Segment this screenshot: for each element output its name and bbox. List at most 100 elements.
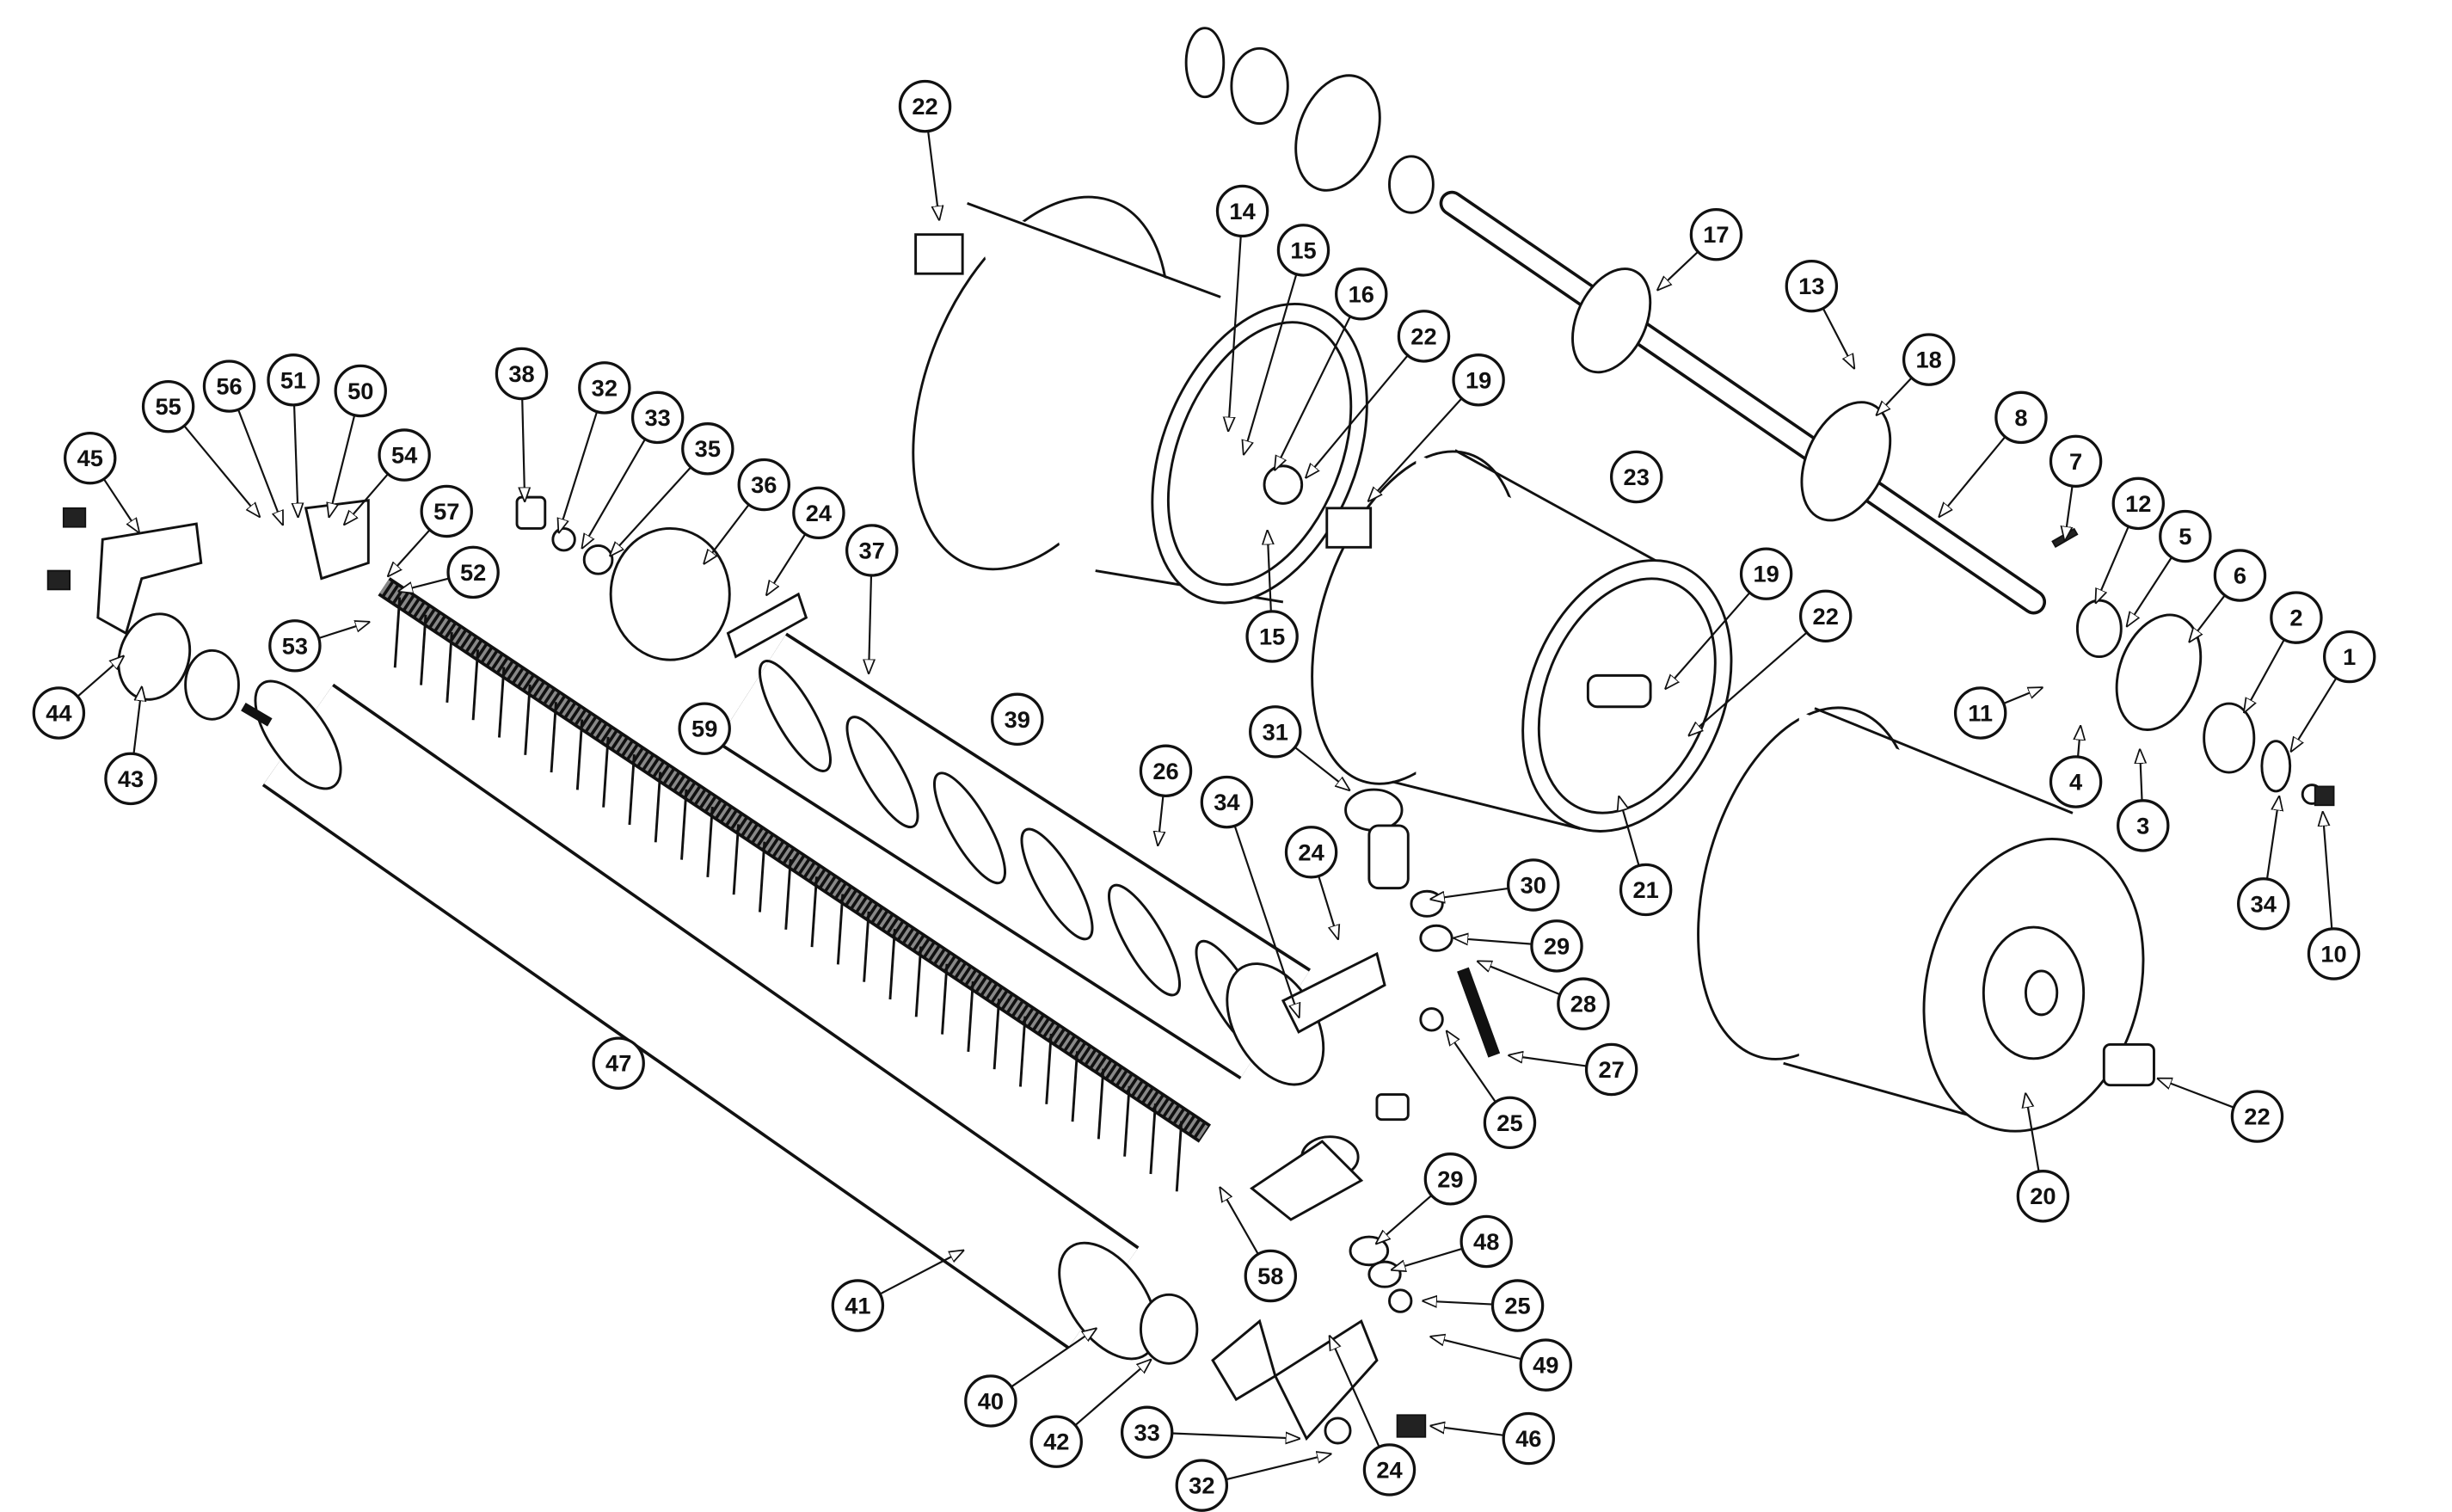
leader-arrow bbox=[2096, 526, 2129, 602]
callout-label: 40 bbox=[978, 1387, 1004, 1414]
callout-label: 31 bbox=[1263, 718, 1288, 745]
callout-label: 24 bbox=[1298, 839, 1324, 865]
callout-label: 13 bbox=[1798, 273, 1824, 299]
callout-circle bbox=[2049, 755, 2103, 808]
callout-label: 15 bbox=[1259, 623, 1285, 649]
comb-rod bbox=[378, 577, 1212, 1192]
leader-arrow bbox=[1619, 797, 1640, 866]
callout-circle bbox=[1120, 1405, 1174, 1460]
callout-circle bbox=[268, 619, 322, 673]
bracket-50 bbox=[304, 499, 370, 581]
callout-label: 58 bbox=[1257, 1263, 1283, 1289]
callout-label: 35 bbox=[695, 435, 721, 462]
comb-tooth bbox=[1071, 1051, 1079, 1122]
callout-42: 42 bbox=[1029, 1415, 1083, 1468]
callout-36: 36 bbox=[737, 458, 791, 512]
bearing-parts-top bbox=[1184, 27, 2335, 807]
callout-label: 36 bbox=[751, 471, 777, 498]
callout-label: 39 bbox=[1005, 706, 1030, 733]
callout-label: 18 bbox=[1916, 347, 1942, 373]
callout-label: 14 bbox=[1229, 198, 1256, 224]
callout-6: 6 bbox=[2213, 549, 2267, 602]
callout-label: 15 bbox=[1290, 237, 1316, 263]
callout-circle bbox=[1362, 1443, 1417, 1497]
leader-arrow bbox=[704, 504, 750, 563]
leader-arrow bbox=[1658, 250, 1699, 290]
callout-40: 40 bbox=[964, 1374, 1017, 1428]
callout-circle bbox=[1785, 259, 1839, 313]
callout-circle bbox=[141, 379, 195, 433]
callout-label: 10 bbox=[2320, 940, 2346, 967]
bushing-22-right bbox=[2102, 1042, 2155, 1087]
callout-circle bbox=[1584, 1042, 1638, 1097]
callout-label: 11 bbox=[1968, 700, 1993, 727]
callout-19: 19 bbox=[1739, 547, 1793, 600]
callout-circle bbox=[1530, 919, 1583, 973]
drum-top bbox=[912, 195, 1368, 605]
callout-circle bbox=[2111, 476, 2166, 531]
callout-circle bbox=[1460, 1214, 1513, 1269]
comb-tooth bbox=[1018, 1016, 1027, 1087]
leader-arrow bbox=[2003, 688, 2042, 704]
roller-assembly-39 bbox=[609, 527, 1386, 1086]
callout-34: 34 bbox=[1200, 775, 1254, 829]
callout-label: 42 bbox=[1043, 1429, 1069, 1455]
bearing-2 bbox=[2203, 702, 2256, 774]
leader-arrow bbox=[1432, 1426, 1504, 1436]
callout-circle bbox=[678, 702, 731, 755]
callout-24: 24 bbox=[1284, 826, 1338, 879]
comb-tooth bbox=[992, 999, 1001, 1070]
leader-arrow bbox=[345, 473, 389, 524]
callout-circle bbox=[1953, 686, 2007, 740]
callout-label: 17 bbox=[1703, 221, 1729, 248]
callout-circle bbox=[2117, 799, 2170, 852]
callout-41: 41 bbox=[831, 1279, 885, 1332]
leader-arrow bbox=[2323, 813, 2333, 930]
callout-label: 20 bbox=[2030, 1183, 2056, 1209]
leader-arrow bbox=[2159, 1079, 2234, 1109]
callout-29: 29 bbox=[1530, 919, 1583, 973]
callout-22: 22 bbox=[2230, 1090, 2284, 1143]
callout-label: 34 bbox=[2251, 890, 2277, 917]
callout-11: 11 bbox=[1953, 686, 2007, 740]
leader-arrow bbox=[1447, 1032, 1496, 1103]
comb-tooth bbox=[654, 771, 662, 843]
leader-arrow bbox=[1330, 1337, 1380, 1447]
leader-arrow bbox=[1377, 1195, 1433, 1243]
hub-18 bbox=[1800, 401, 1892, 522]
callout-21: 21 bbox=[1619, 863, 1673, 917]
callout-circle bbox=[1502, 1411, 1556, 1466]
callout-12: 12 bbox=[2111, 476, 2166, 531]
callout-circle bbox=[2270, 591, 2323, 644]
callout-label: 4 bbox=[2069, 768, 2083, 795]
leader-arrow bbox=[1228, 236, 1242, 429]
plate-45 bbox=[96, 522, 203, 636]
callout-label: 34 bbox=[1214, 789, 1240, 815]
callout-16: 16 bbox=[1335, 267, 1388, 321]
callout-circle bbox=[1739, 547, 1793, 600]
callout-55: 55 bbox=[141, 379, 195, 433]
callout-27: 27 bbox=[1584, 1042, 1638, 1097]
leader-arrow bbox=[611, 466, 692, 555]
callout-48: 48 bbox=[1460, 1214, 1513, 1269]
callout-circle bbox=[1276, 224, 1330, 277]
callout-label: 6 bbox=[2234, 562, 2246, 589]
callout-label: 57 bbox=[433, 498, 459, 525]
callout-circle bbox=[1507, 858, 1560, 912]
callout-13: 13 bbox=[1785, 259, 1839, 313]
flange-6 bbox=[2115, 613, 2203, 731]
callout-circle bbox=[1215, 184, 1269, 238]
callout-label: 33 bbox=[645, 404, 671, 431]
comb-tooth bbox=[471, 649, 480, 721]
leader-arrow bbox=[1423, 1301, 1493, 1305]
leader-arrow bbox=[2078, 727, 2080, 758]
leader-arrow bbox=[522, 398, 525, 501]
callout-8: 8 bbox=[1994, 390, 2048, 445]
callout-29: 29 bbox=[1423, 1152, 1478, 1206]
callout-circle bbox=[64, 431, 117, 485]
callout-circle bbox=[2307, 927, 2361, 980]
roller-segment bbox=[1020, 827, 1094, 941]
bearing-43 bbox=[184, 648, 240, 721]
roller-segment bbox=[1108, 883, 1181, 997]
callout-56: 56 bbox=[202, 360, 256, 413]
